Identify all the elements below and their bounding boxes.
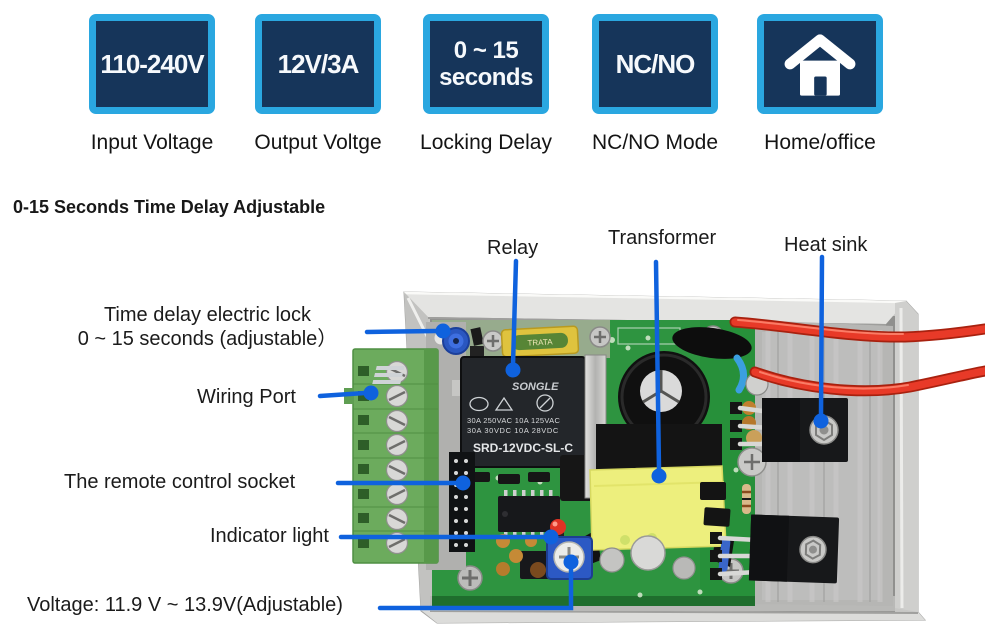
fuse-label: TRATA [527, 337, 553, 347]
enclosure-right-wall [895, 301, 918, 612]
relay-label: Relay [487, 237, 539, 259]
feature-ncno-mode: NC/NO NC/NO Mode [573, 14, 737, 155]
feature-label: Input Voltage [90, 131, 214, 154]
relay-cert-marks [469, 394, 554, 412]
voltage-pointer-line [377, 563, 574, 611]
home-office-badge [757, 14, 883, 114]
wiring-port-pointer-line [317, 390, 368, 399]
terminal-block-wiring-port [344, 348, 439, 564]
relay-brand: SONGLE [512, 381, 559, 393]
relay-ratings-1: 30A 250VAC 10A 125VAC [467, 416, 560, 425]
heat-sink-transistor-1 [762, 398, 848, 462]
time-delay-label: Time delay electric lock 0 ~ 15 seconds … [50, 303, 365, 351]
red-wires [729, 316, 985, 397]
home-icon [784, 34, 856, 96]
badge-text: 110-240V [100, 49, 204, 79]
feature-input-voltage: 110-240V Input Voltage [70, 14, 234, 155]
badge-text-line1: 0 ~ 15 [453, 37, 519, 64]
terminal-slots [358, 366, 369, 548]
wiring-port-pointer-dot [363, 385, 379, 401]
badge-text-line2: seconds [439, 64, 533, 91]
ncno-badge: NC/NO [592, 14, 718, 114]
badge-text: NC/NO [615, 49, 696, 79]
relay-pointer-line [510, 258, 519, 368]
feature-label: Locking Delay [420, 131, 552, 154]
voltage-range-label: Voltage: 11.9 V ~ 13.9V(Adjustable) [27, 594, 343, 616]
heat-sink-label: Heat sink [784, 234, 868, 256]
time-delay-pointer-dot [435, 323, 451, 339]
time-delay-pointer-line [364, 328, 439, 335]
heat-sink-pointer-line [818, 254, 825, 418]
transformer-label: Transformer [608, 227, 717, 249]
page-title: 0-15 Seconds Time Delay Adjustable [13, 197, 326, 217]
time-delay-label-line1: Time delay electric lock [103, 304, 312, 326]
relay-model: SRD-12VDC-SL-C [473, 441, 573, 455]
transformer-pointer-line [653, 259, 662, 473]
feature-label: NC/NO Mode [591, 131, 719, 154]
main-capacitor [618, 351, 710, 443]
wiring-port-label: Wiring Port [197, 386, 296, 408]
relay-ratings-2: 30A 30VDC 10A 28VDC [467, 426, 559, 435]
feature-label: Output Voltge [254, 131, 382, 154]
fuse-component: TRATA [500, 325, 580, 358]
indicator-pointer-dot [543, 529, 559, 545]
remote-socket-pointer-dot [455, 475, 471, 491]
transformer-pointer-dot [651, 468, 667, 484]
locking-delay-badge: 0 ~ 15 seconds [423, 14, 549, 114]
feature-locking-delay: 0 ~ 15 seconds Locking Delay [404, 14, 568, 155]
relay-pointer-dot [505, 362, 521, 378]
callout-lines [317, 254, 829, 611]
output-voltage-badge: 12V/3A [255, 14, 381, 114]
indicator-light-label: Indicator light [210, 525, 329, 547]
heat-sink-transistor-2 [748, 514, 840, 584]
remote-socket-label: The remote control socket [64, 471, 296, 493]
feature-label: Home/office [764, 131, 876, 154]
badge-text: 12V/3A [277, 49, 360, 79]
feature-home-office: Home/office [738, 14, 902, 155]
time-delay-label-line2: 0 ~ 15 seconds (adjustable） [77, 328, 338, 350]
feature-output-voltage: 12V/3A Output Voltge [236, 14, 400, 155]
heat-sink-pointer-dot [813, 413, 829, 429]
relay-component: SONGLE 30A 250VAC 10A 125VAC 30A 30VDC 1… [372, 356, 586, 468]
input-voltage-badge: 110-240V [89, 14, 215, 114]
voltage-pointer-dot [563, 554, 579, 570]
